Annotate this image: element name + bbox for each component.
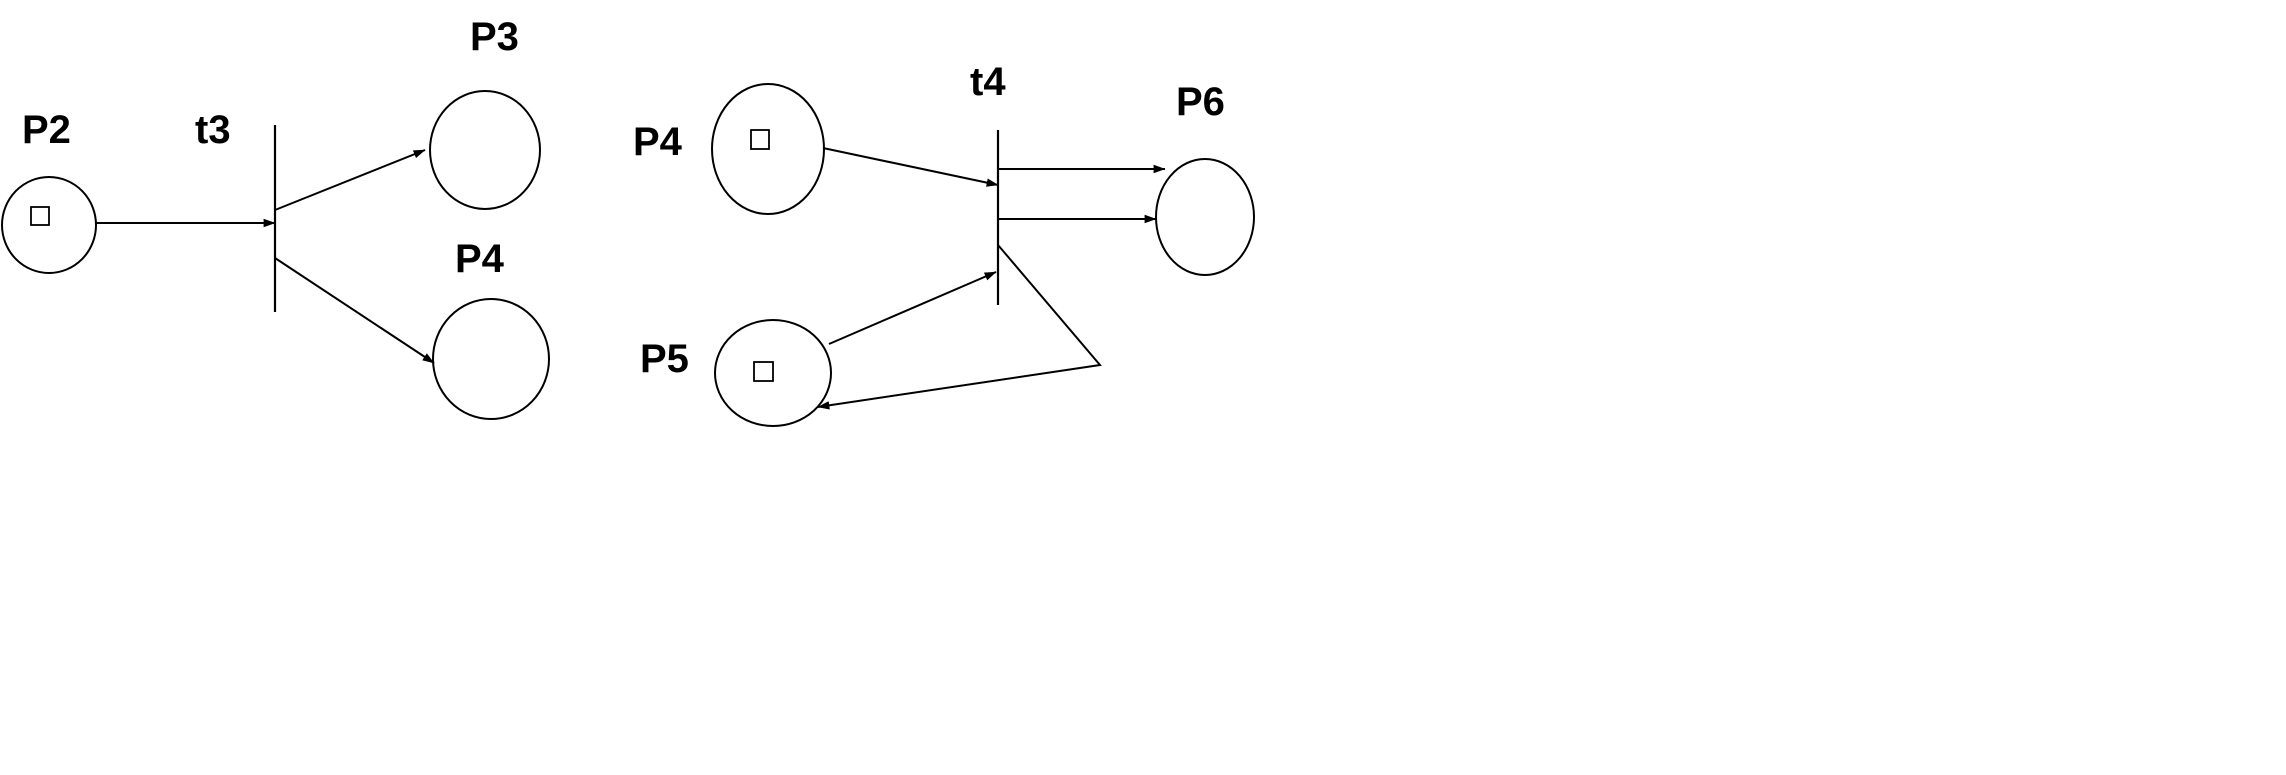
- place-p4-left: P4: [432, 237, 550, 420]
- left-net: P2 t3 P3 P4: [1, 15, 550, 420]
- arc-t3-p3: [274, 149, 426, 211]
- right-net: P4 P5 t4 P6: [633, 60, 1255, 427]
- arc-t4-p5-return: [817, 244, 1102, 410]
- label-t3: t3: [195, 108, 231, 152]
- arc-t3-p4: [274, 257, 435, 364]
- label-p4-left: P4: [455, 237, 505, 281]
- label-p6: P6: [1176, 80, 1225, 124]
- place-p3: P3: [429, 15, 541, 210]
- transition-t3: t3: [195, 108, 277, 312]
- label-p2: P2: [22, 108, 71, 152]
- token-p2: [30, 206, 50, 226]
- place-p4-right: P4: [633, 83, 825, 215]
- place-p6: P6: [1155, 80, 1255, 276]
- label-t4: t4: [970, 60, 1006, 104]
- place-p2: P2: [1, 108, 97, 274]
- label-p3: P3: [470, 15, 519, 59]
- label-p5: P5: [640, 337, 689, 381]
- label-p4-right: P4: [633, 120, 683, 164]
- token-p5: [753, 361, 774, 382]
- token-p4-right: [750, 129, 770, 150]
- arc-p5-t4: [828, 271, 997, 345]
- arc-p4-t4: [822, 147, 999, 187]
- transition-t4: t4: [970, 60, 1006, 305]
- place-p5: P5: [640, 319, 832, 427]
